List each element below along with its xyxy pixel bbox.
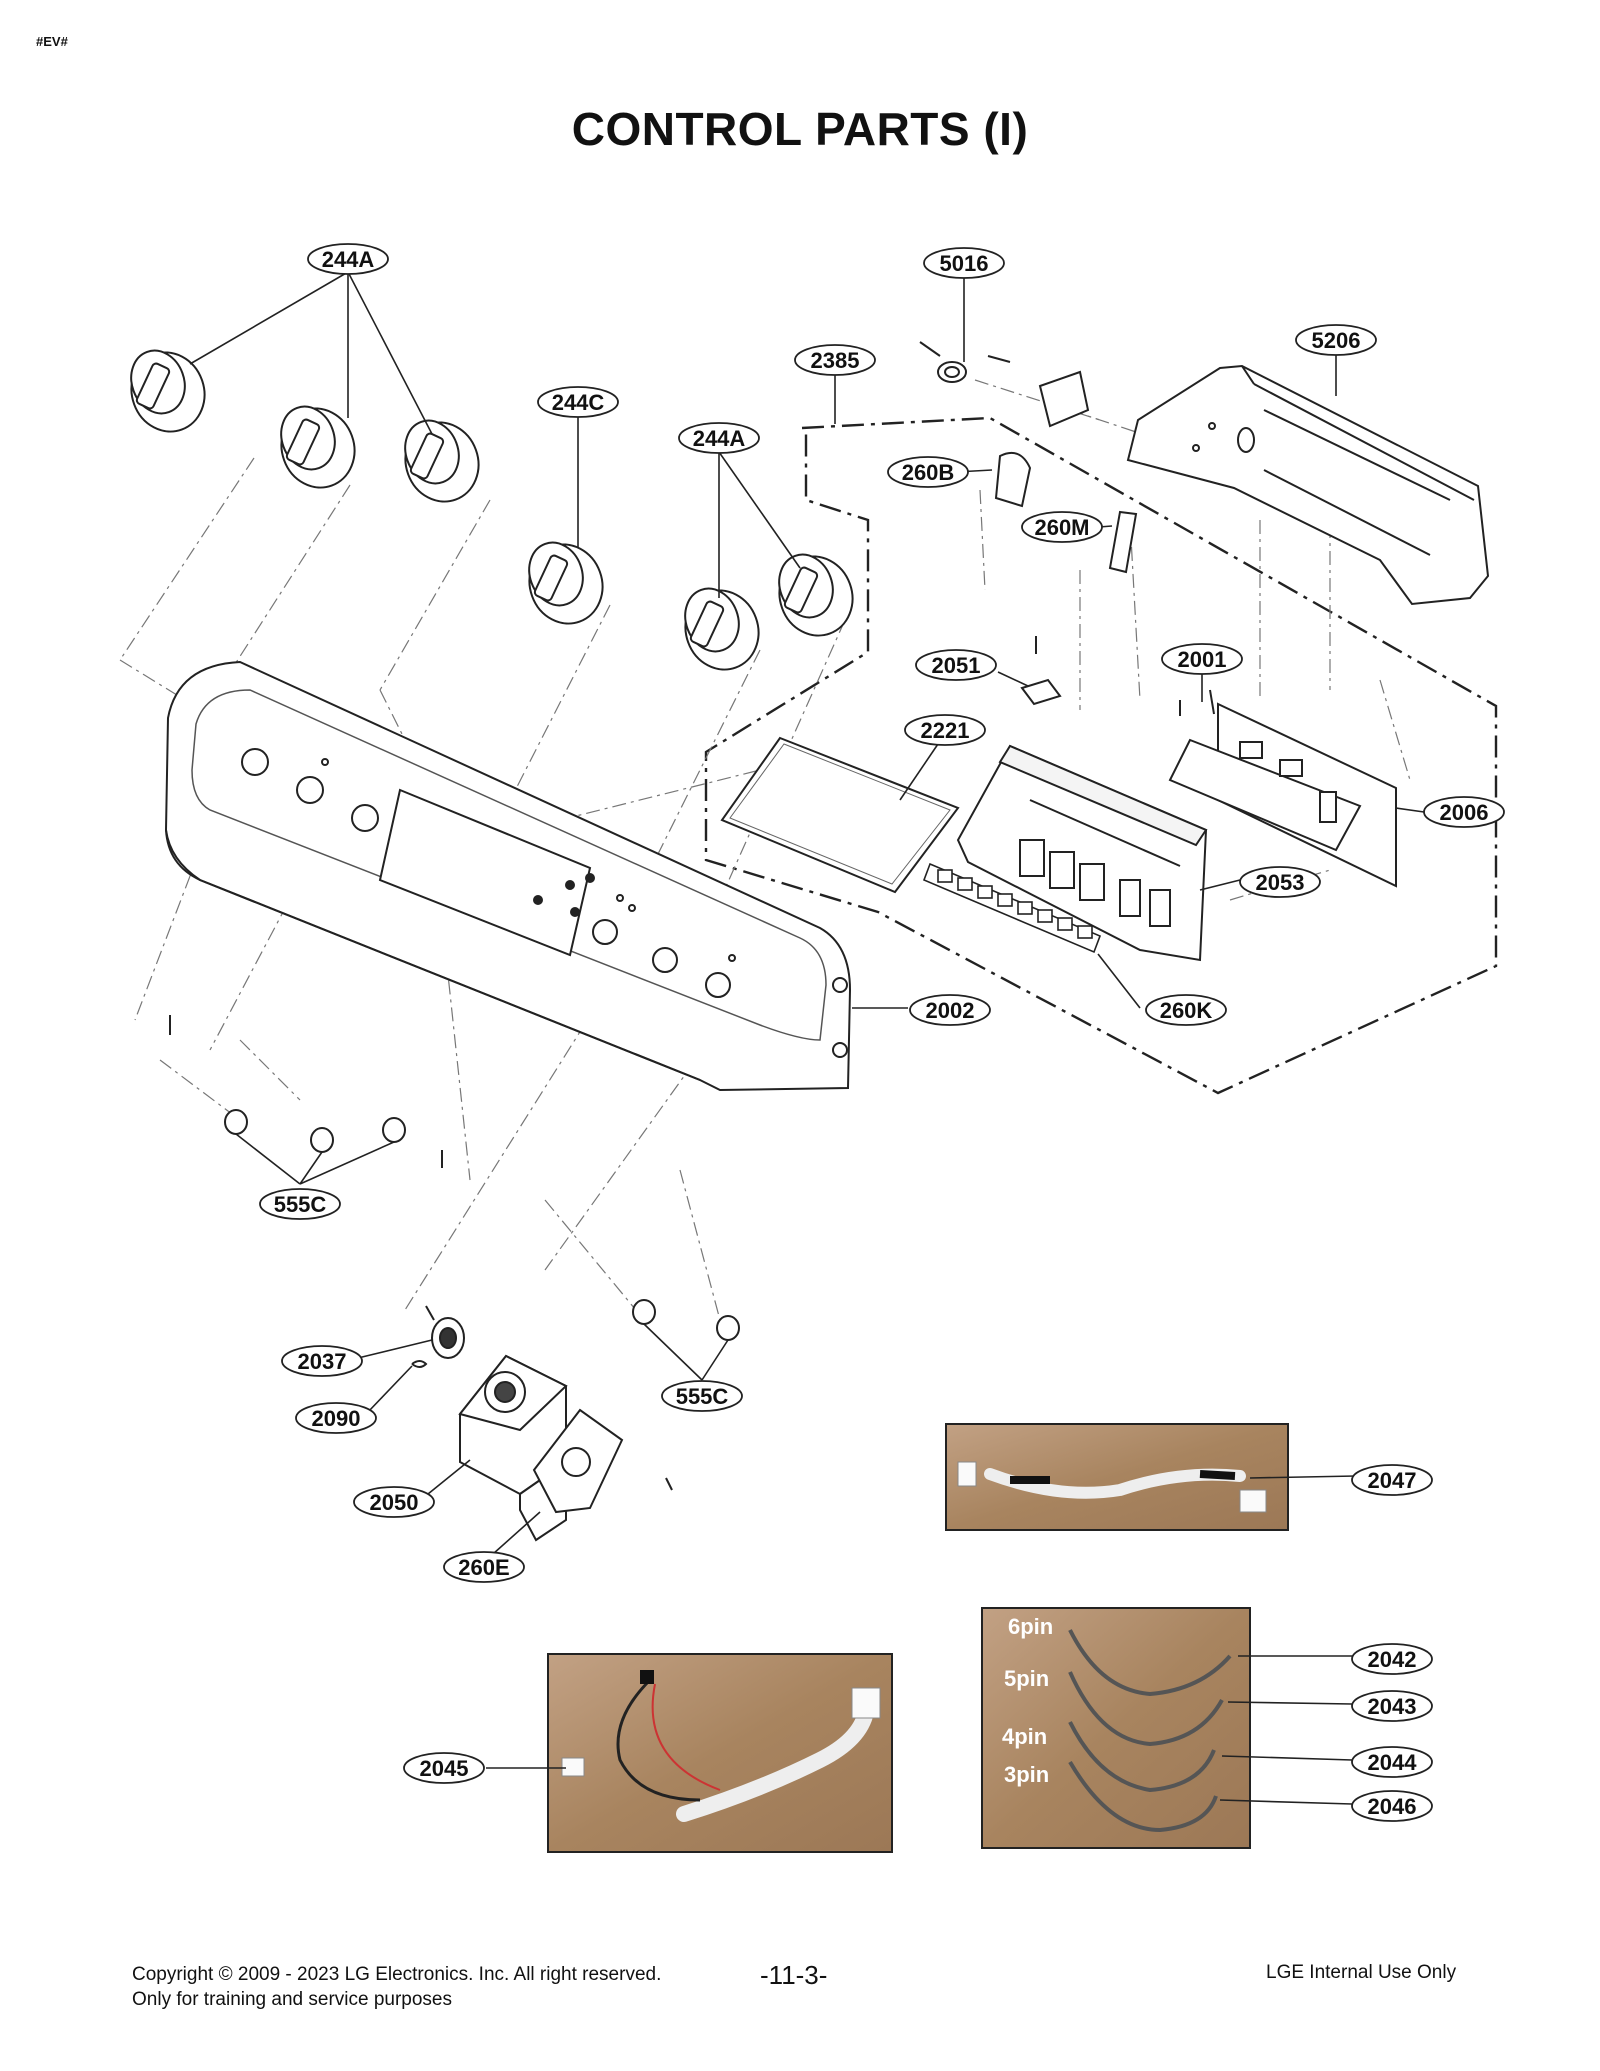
callout-260k: 260K bbox=[1145, 994, 1227, 1026]
callout-label: 555C bbox=[676, 1384, 729, 1409]
callout-2047: 2047 bbox=[1351, 1464, 1433, 1496]
bracket-5206 bbox=[1126, 364, 1490, 606]
callout-5206: 5206 bbox=[1295, 324, 1377, 356]
callout-label: 2221 bbox=[921, 718, 970, 743]
footer-purpose: Only for training and service purposes bbox=[132, 1989, 452, 2010]
callout-label: 2050 bbox=[370, 1490, 419, 1515]
page-number: -11-3- bbox=[760, 1960, 828, 1990]
callout-2001: 2001 bbox=[1161, 643, 1243, 675]
photo-harness-2045 bbox=[547, 1653, 893, 1853]
housing-2053 bbox=[956, 744, 1208, 962]
callout-2044: 2044 bbox=[1351, 1746, 1433, 1778]
callout-label: 260M bbox=[1034, 515, 1089, 540]
callout-label: 2046 bbox=[1368, 1794, 1417, 1819]
callout-2385: 2385 bbox=[794, 344, 876, 376]
callout-555c-left: 555C bbox=[259, 1188, 341, 1220]
callout-260b: 260B bbox=[887, 456, 969, 488]
footer-usage: LGE Internal Use Only bbox=[1266, 1962, 1457, 1983]
pin-label-5: 5pin bbox=[1004, 1666, 1049, 1691]
pcb-2006 bbox=[1168, 689, 1397, 888]
footer-copyright: Copyright © 2009 - 2023 LG Electronics. … bbox=[132, 1964, 662, 1985]
control-panel-2002 bbox=[164, 660, 852, 1092]
knob-244a-2 bbox=[280, 405, 356, 489]
callout-label: 2042 bbox=[1368, 1647, 1417, 1672]
callout-2046: 2046 bbox=[1351, 1790, 1433, 1822]
callout-label: 244A bbox=[322, 247, 375, 272]
callout-label: 2045 bbox=[420, 1756, 469, 1781]
callouts: 244A 244C 244A 5016 2385 5206 260B 260M bbox=[259, 243, 1505, 1822]
encoder-2037 bbox=[425, 1305, 465, 1359]
clip-2090 bbox=[411, 1360, 428, 1368]
switch-5016 bbox=[919, 341, 1090, 428]
callout-label: 2051 bbox=[932, 653, 981, 678]
callout-label: 555C bbox=[274, 1192, 327, 1217]
knob-244a-5 bbox=[778, 553, 854, 637]
callout-label: 2043 bbox=[1368, 1694, 1417, 1719]
callout-2050: 2050 bbox=[353, 1486, 435, 1518]
plate-260e bbox=[532, 1408, 624, 1514]
callout-label: 260B bbox=[902, 460, 955, 485]
footer-copyright-block: Copyright © 2009 - 2023 LG Electronics. … bbox=[132, 1962, 661, 2012]
callout-244a-top: 244A bbox=[307, 243, 389, 275]
knob-244a-1 bbox=[130, 349, 206, 433]
callout-260e: 260E bbox=[443, 1551, 525, 1583]
callout-label: 2002 bbox=[926, 998, 975, 1023]
page-title: CONTROL PARTS (I) bbox=[571, 103, 1029, 155]
callout-244a-mid: 244A bbox=[678, 422, 760, 454]
part-260m bbox=[1108, 510, 1138, 574]
callout-label: 5206 bbox=[1312, 328, 1361, 353]
leader-lines bbox=[189, 271, 1425, 1805]
encoder-housing-2050 bbox=[458, 1354, 568, 1542]
callout-2042: 2042 bbox=[1351, 1643, 1433, 1675]
callout-2053: 2053 bbox=[1239, 866, 1321, 898]
caps-555c bbox=[224, 1109, 740, 1341]
callout-label: 2006 bbox=[1440, 800, 1489, 825]
header-tag: #EV# bbox=[36, 34, 68, 49]
callout-label: 260E bbox=[458, 1555, 509, 1580]
pin-label-4: 4pin bbox=[1002, 1724, 1047, 1749]
callout-label: 260K bbox=[1160, 998, 1213, 1023]
clip-260b bbox=[994, 452, 1032, 508]
display-cover-2221 bbox=[720, 736, 960, 894]
callout-label: 2090 bbox=[312, 1406, 361, 1431]
callout-2006: 2006 bbox=[1423, 796, 1505, 828]
callout-2051: 2051 bbox=[915, 649, 997, 681]
callout-2002: 2002 bbox=[909, 994, 991, 1026]
callout-260m: 260M bbox=[1021, 511, 1103, 543]
callout-label: 244A bbox=[693, 426, 746, 451]
knob-244a-4 bbox=[684, 587, 760, 671]
callout-244c: 244C bbox=[537, 386, 619, 418]
photo-harnesses-2042-2046: 6pin 5pin 4pin 3pin bbox=[981, 1607, 1251, 1849]
callout-label: 2037 bbox=[298, 1349, 347, 1374]
pin-label-3: 3pin bbox=[1004, 1762, 1049, 1787]
knob-244a-3 bbox=[404, 419, 480, 503]
callout-2043: 2043 bbox=[1351, 1690, 1433, 1722]
pin-label-6: 6pin bbox=[1008, 1614, 1053, 1639]
callout-label: 2001 bbox=[1178, 647, 1227, 672]
photo-harness-2047 bbox=[945, 1423, 1289, 1531]
button-strip-260k bbox=[922, 862, 1102, 954]
callout-5016: 5016 bbox=[923, 247, 1005, 279]
callout-2221: 2221 bbox=[904, 714, 986, 746]
callout-555c-right: 555C bbox=[661, 1380, 743, 1412]
callout-2090: 2090 bbox=[295, 1402, 377, 1434]
callout-label: 5016 bbox=[940, 251, 989, 276]
callout-2037: 2037 bbox=[281, 1345, 363, 1377]
callout-label: 2044 bbox=[1368, 1750, 1418, 1775]
callout-label: 2047 bbox=[1368, 1468, 1417, 1493]
screws bbox=[169, 636, 1181, 1491]
callout-2045: 2045 bbox=[403, 1752, 485, 1784]
callout-label: 2053 bbox=[1256, 870, 1305, 895]
knob-244c bbox=[528, 541, 604, 625]
bracket-2051 bbox=[1020, 678, 1062, 706]
assembly-boundary bbox=[704, 416, 1498, 1095]
callout-label: 244C bbox=[552, 390, 605, 415]
callout-label: 2385 bbox=[811, 348, 860, 373]
